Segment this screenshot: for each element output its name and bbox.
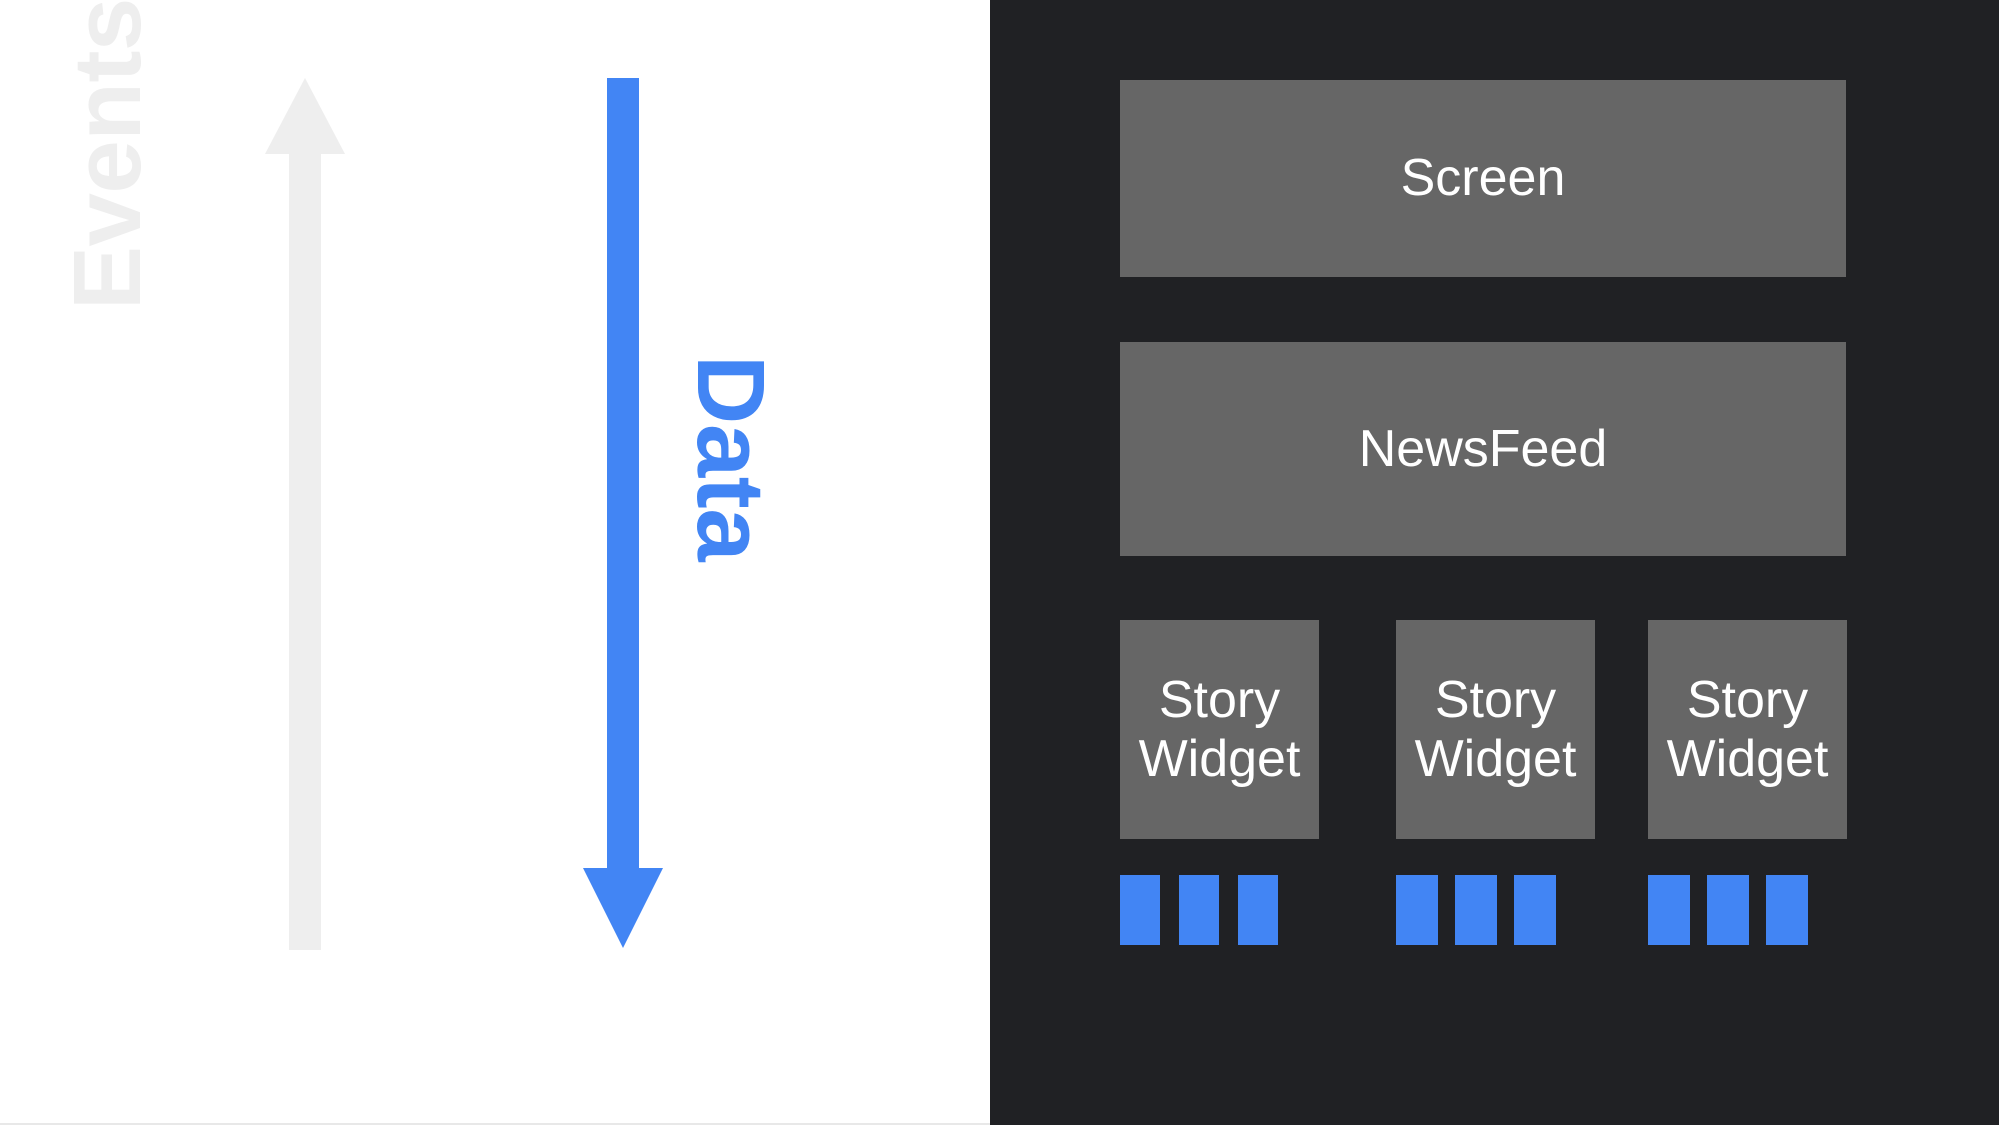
story-label-line-1: Story bbox=[1434, 671, 1557, 730]
node-story-widget-3-label: Story Widget bbox=[1667, 671, 1829, 787]
node-screen[interactable]: Screen bbox=[1120, 80, 1846, 277]
leaf-chip[interactable] bbox=[1707, 875, 1749, 945]
node-story-widget-1-label: Story Widget bbox=[1139, 671, 1301, 787]
leaf-chip[interactable] bbox=[1396, 875, 1438, 945]
leaf-chip[interactable] bbox=[1514, 875, 1556, 945]
story-label-line-2: Widget bbox=[1414, 729, 1577, 788]
leaf-chip[interactable] bbox=[1766, 875, 1808, 945]
node-newsfeed[interactable]: NewsFeed bbox=[1120, 342, 1846, 556]
leaf-chip-group-1 bbox=[1120, 875, 1278, 945]
leaf-chip-group-3 bbox=[1648, 875, 1808, 945]
flow-legend-panel: Events Data bbox=[0, 0, 990, 1125]
node-story-widget-2-label: Story Widget bbox=[1415, 671, 1577, 787]
data-axis-label: Data bbox=[677, 355, 784, 562]
events-arrow-up-icon bbox=[265, 78, 345, 950]
leaf-chip[interactable] bbox=[1238, 875, 1278, 945]
leaf-chip[interactable] bbox=[1648, 875, 1690, 945]
node-story-widget-1[interactable]: Story Widget bbox=[1120, 620, 1319, 839]
data-arrow-down-icon bbox=[583, 78, 663, 948]
node-story-widget-2[interactable]: Story Widget bbox=[1396, 620, 1595, 839]
story-label-line-2: Widget bbox=[1666, 729, 1829, 788]
story-label-line-2: Widget bbox=[1138, 729, 1301, 788]
story-label-line-1: Story bbox=[1158, 671, 1281, 730]
node-story-widget-3[interactable]: Story Widget bbox=[1648, 620, 1847, 839]
leaf-chip[interactable] bbox=[1455, 875, 1497, 945]
widget-tree-panel: Screen NewsFeed Story Widget Story Widge… bbox=[990, 0, 1999, 1125]
story-label-line-1: Story bbox=[1686, 671, 1809, 730]
leaf-chip-group-2 bbox=[1396, 875, 1556, 945]
node-screen-label: Screen bbox=[1400, 149, 1566, 208]
panel-divider-line bbox=[0, 1123, 990, 1125]
events-axis-label: Events bbox=[54, 0, 161, 310]
leaf-chip[interactable] bbox=[1179, 875, 1219, 945]
leaf-chip[interactable] bbox=[1120, 875, 1160, 945]
node-newsfeed-label: NewsFeed bbox=[1358, 419, 1608, 478]
